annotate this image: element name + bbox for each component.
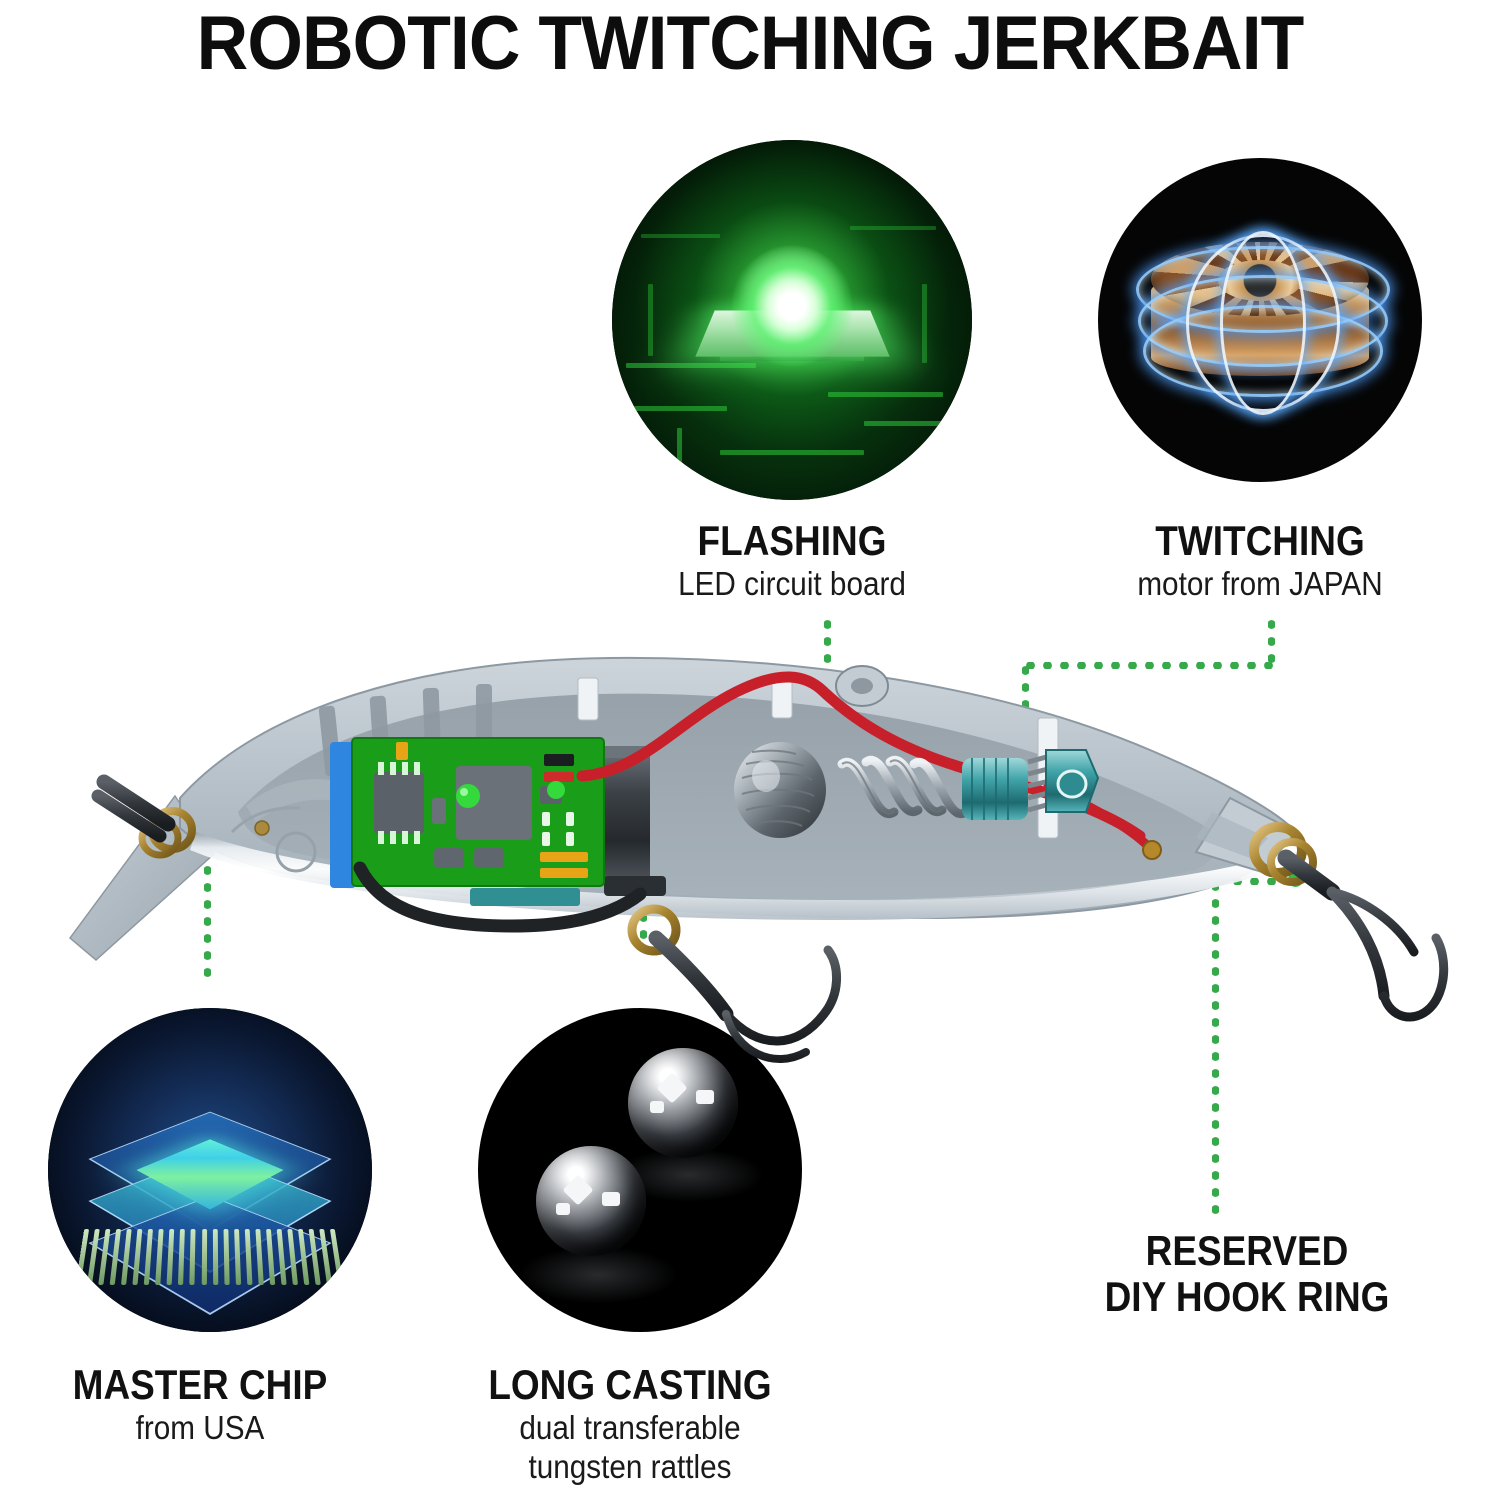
callout-subtitle-twitching: motor from JAPAN <box>1137 565 1383 602</box>
page-title: ROBOTIC TWITCHING JERKBAIT <box>196 1 1305 86</box>
callout-heading-master-chip: MASTER CHIP <box>72 1361 328 1408</box>
callout-subtitle-long-casting-line1: dual transferable <box>519 1409 741 1446</box>
callout-image-flashing <box>612 140 972 500</box>
tungsten-ball <box>536 1146 646 1256</box>
callout-label-flashing: FLASHING LED circuit board <box>590 518 994 603</box>
front-hook <box>91 774 196 859</box>
callout-label-reserved-hook-ring: RESERVED DIY HOOK RING <box>1022 1228 1472 1320</box>
callout-image-master-chip <box>48 1008 372 1332</box>
tungsten-ball <box>628 1048 738 1158</box>
callout-image-long-casting <box>478 1008 802 1332</box>
callout-subtitle-long-casting-line2: tungsten rattles <box>528 1448 732 1485</box>
magnetic-field-arc <box>1220 230 1306 416</box>
callout-label-master-chip: MASTER CHIP from USA <box>0 1362 400 1447</box>
led-glow <box>732 245 852 366</box>
belly-hook <box>627 904 842 1064</box>
leader-line-twitching <box>1022 662 1274 669</box>
callout-label-long-casting: LONG CASTING dual transferable tungsten … <box>390 1362 870 1486</box>
leader-line-master-chip <box>204 794 211 982</box>
leader-line-reserved <box>1212 878 1298 885</box>
callout-heading-flashing: FLASHING <box>697 517 887 564</box>
lure-cutaway-diagram <box>0 600 1500 1070</box>
callout-heading-reserved-line1: RESERVED <box>1145 1227 1349 1274</box>
callout-image-twitching <box>1098 158 1422 482</box>
chip-pins <box>75 1228 345 1285</box>
leader-line-twitching <box>1268 616 1275 668</box>
callout-subtitle-master-chip: from USA <box>135 1409 265 1446</box>
leader-line-reserved <box>1212 878 1219 1220</box>
callout-label-twitching: TWITCHING motor from JAPAN <box>1040 518 1480 603</box>
tail-hook <box>1249 822 1449 1022</box>
callout-subtitle-flashing: LED circuit board <box>678 565 906 602</box>
callout-heading-reserved-line2: DIY HOOK RING <box>1104 1273 1390 1320</box>
leader-line-flashing <box>824 616 831 678</box>
callout-heading-long-casting: LONG CASTING <box>488 1361 772 1408</box>
callout-heading-twitching: TWITCHING <box>1155 517 1365 564</box>
motor-stator <box>1136 227 1390 416</box>
